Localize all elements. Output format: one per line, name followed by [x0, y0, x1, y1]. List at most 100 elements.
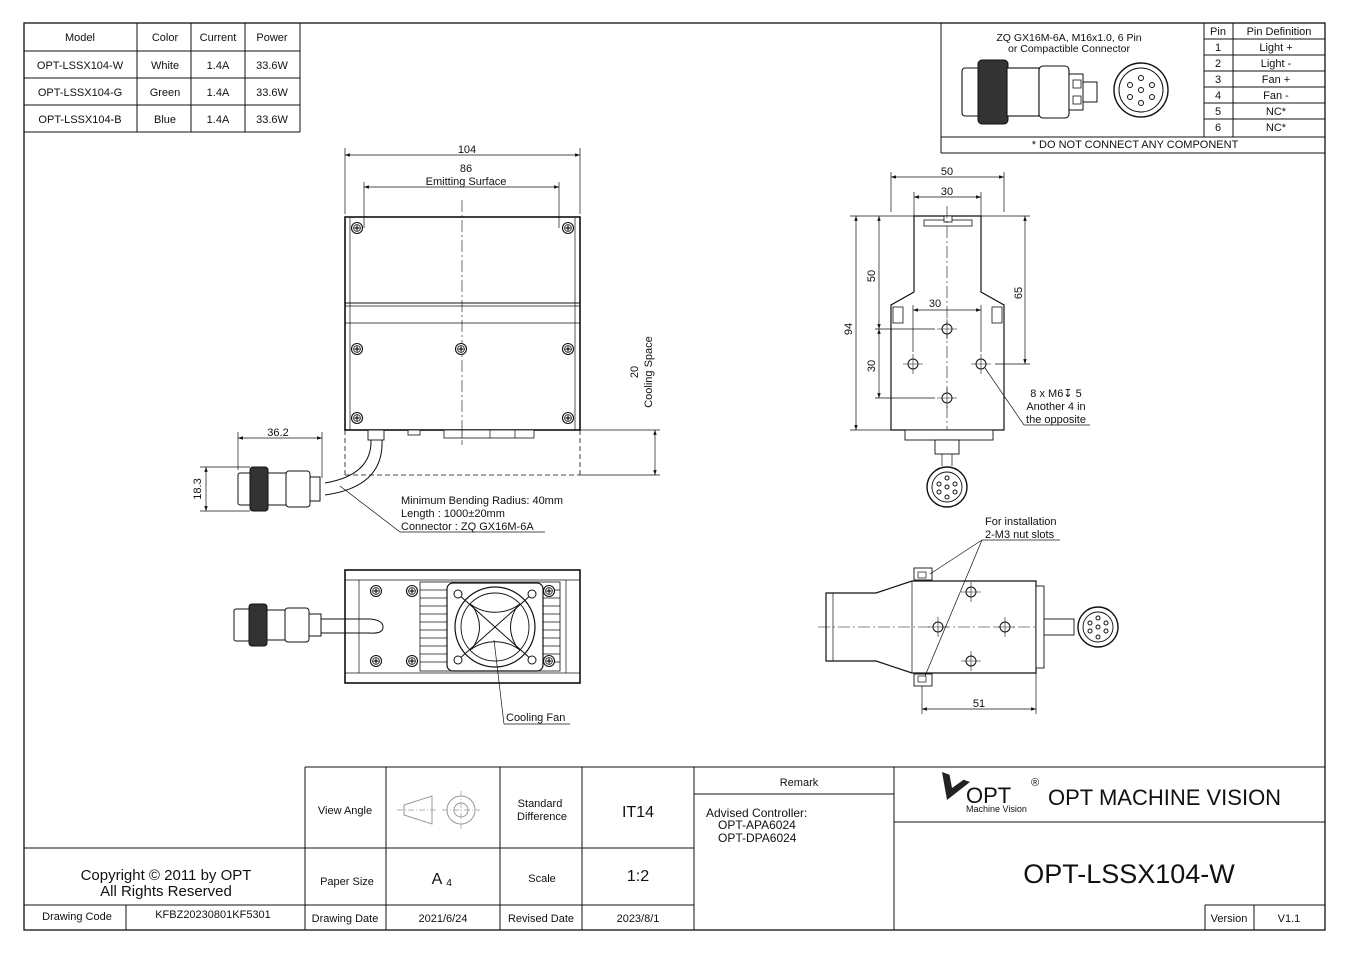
logo-subtitle: Machine Vision [966, 804, 1027, 814]
pin-definition-header: Pin Definition [1247, 26, 1312, 38]
drawing-code-value: KFBZ20230801KF5301 [155, 909, 271, 921]
color-header: Color [152, 32, 179, 44]
power-cell: 33.6W [256, 87, 288, 99]
install-note: For installation [985, 516, 1057, 528]
connector-subtitle: or Compactible Connector [1008, 43, 1130, 55]
cable-length-note: Length : 1000±20mm [401, 508, 505, 520]
current-header: Current [200, 32, 237, 44]
nut-slots-note: 2-M3 nut slots [985, 529, 1055, 541]
bottom-cable-connector [233, 603, 322, 647]
product-code: OPT-LSSX104-W [1023, 859, 1235, 889]
connector-type-note: Connector : ZQ GX16M-6A [401, 521, 534, 533]
bottom-view: Cooling Fan [233, 569, 581, 725]
pin-definition: NC* [1266, 106, 1287, 118]
power-header: Power [256, 32, 288, 44]
drawing-code-label: Drawing Code [42, 911, 112, 923]
cable-connector-illustration [237, 466, 321, 512]
standard-difference-label-line2: Difference [517, 811, 567, 823]
model-cell: OPT-LSSX104-G [38, 87, 122, 99]
pin-definition: Light + [1259, 42, 1292, 54]
company-name: OPT MACHINE VISION [1048, 785, 1281, 810]
pin-definition: Fan - [1263, 90, 1289, 102]
standard-difference-label-line1: Standard [518, 798, 563, 810]
connector-title: ZQ GX16M-6A, M16x1.0, 6 Pin [996, 32, 1141, 44]
logo-registered: ® [1031, 777, 1039, 789]
drawing-date-label: Drawing Date [312, 913, 379, 925]
pin-definition: NC* [1266, 122, 1287, 134]
model-cell: OPT-LSSX104-W [37, 60, 124, 72]
paper-size-label: Paper Size [320, 876, 374, 888]
projection-symbol-icon [397, 791, 480, 829]
drawing-date-value: 2021/6/24 [419, 913, 468, 925]
pin-number: 3 [1215, 74, 1221, 86]
paper-size-sub: 4 [446, 877, 452, 889]
logo-text: OPT [966, 783, 1011, 808]
opt-logo: OPT ® Machine Vision [942, 772, 1039, 814]
dim-cooling-20: 20 [629, 366, 641, 378]
current-cell: 1.4A [207, 87, 230, 99]
pin-header: Pin [1210, 26, 1226, 38]
current-cell: 1.4A [207, 114, 230, 126]
standard-difference-value: IT14 [622, 804, 654, 821]
dim-width-104: 104 [458, 144, 476, 156]
color-cell: White [151, 60, 179, 72]
scale-label: Scale [528, 873, 556, 885]
paper-size-value: A [432, 871, 443, 888]
drawing-frame [23, 22, 1326, 931]
dim-side-94: 94 [843, 323, 855, 335]
side-view: 50 30 94 [843, 166, 1090, 508]
view-angle-label: View Angle [318, 805, 372, 817]
pin-number: 6 [1215, 122, 1221, 134]
title-block: View Angle Standard Difference IT14 Rema… [24, 766, 1325, 930]
version-value: V1.1 [1278, 913, 1301, 925]
scale-value: 1:2 [627, 868, 649, 885]
remark-controller-dpa: OPT-DPA6024 [718, 831, 797, 845]
dim-emitting-86: 86 [460, 163, 472, 175]
model-table: Model Color Current Power OPT-LSSX104-W … [24, 23, 301, 133]
cooling-fan-illustration [446, 582, 544, 672]
dim-cable-36-2: 36.2 [267, 427, 288, 439]
pin-number: 5 [1215, 106, 1221, 118]
version-label: Version [1211, 913, 1248, 925]
dim-side-30-left: 30 [866, 360, 878, 372]
color-cell: Blue [154, 114, 176, 126]
remark-advised-controller: Advised Controller: [706, 806, 807, 820]
emitting-surface-label: Emitting Surface [426, 176, 507, 188]
copyright-line1: Copyright © 2011 by OPT [81, 867, 252, 884]
remark-label: Remark [780, 777, 819, 789]
remark-controller-apa: OPT-APA6024 [718, 818, 796, 832]
dim-51: 51 [973, 698, 985, 710]
connector-note: * DO NOT CONNECT ANY COMPONENT [1032, 139, 1239, 151]
connector-side-illustration [961, 59, 1098, 125]
color-cell: Green [150, 87, 181, 99]
pin-number: 4 [1215, 90, 1221, 102]
pin-number: 2 [1215, 58, 1221, 70]
dim-side-30-top: 30 [941, 186, 953, 198]
front-view: 104 86 Emitting Surface 2 [192, 144, 660, 533]
power-cell: 33.6W [256, 114, 288, 126]
cooling-space-label: Cooling Space [643, 336, 655, 408]
hole-note-another: Another 4 in [1026, 401, 1085, 413]
dim-side-50-top: 50 [941, 166, 953, 178]
dim-side-65: 65 [1013, 287, 1025, 299]
cooling-fan-label: Cooling Fan [506, 712, 565, 724]
dim-side-50-left: 50 [866, 270, 878, 282]
model-header: Model [65, 32, 95, 44]
current-cell: 1.4A [207, 60, 230, 72]
copyright-line2: All Rights Reserved [100, 883, 232, 900]
top-side-view: For installation 2-M3 nut slots 51 [818, 516, 1119, 714]
dim-connector-18-3: 18.3 [192, 478, 204, 499]
pin-definition: Fan + [1262, 74, 1290, 86]
dim-side-30-mid: 30 [929, 298, 941, 310]
power-cell: 33.6W [256, 60, 288, 72]
model-cell: OPT-LSSX104-B [38, 114, 121, 126]
hole-note-thread: 8 x M6↧ 5 [1030, 388, 1081, 400]
pin-definition: Light - [1261, 58, 1292, 70]
revised-date-value: 2023/8/1 [617, 913, 660, 925]
connector-table: ZQ GX16M-6A, M16x1.0, 6 Pin or Compactib… [940, 23, 1325, 154]
connector-front-illustration [1113, 62, 1169, 118]
bending-radius-note: Minimum Bending Radius: 40mm [401, 495, 563, 507]
hole-note-opposite: the opposite [1026, 414, 1086, 426]
revised-date-label: Revised Date [508, 913, 574, 925]
